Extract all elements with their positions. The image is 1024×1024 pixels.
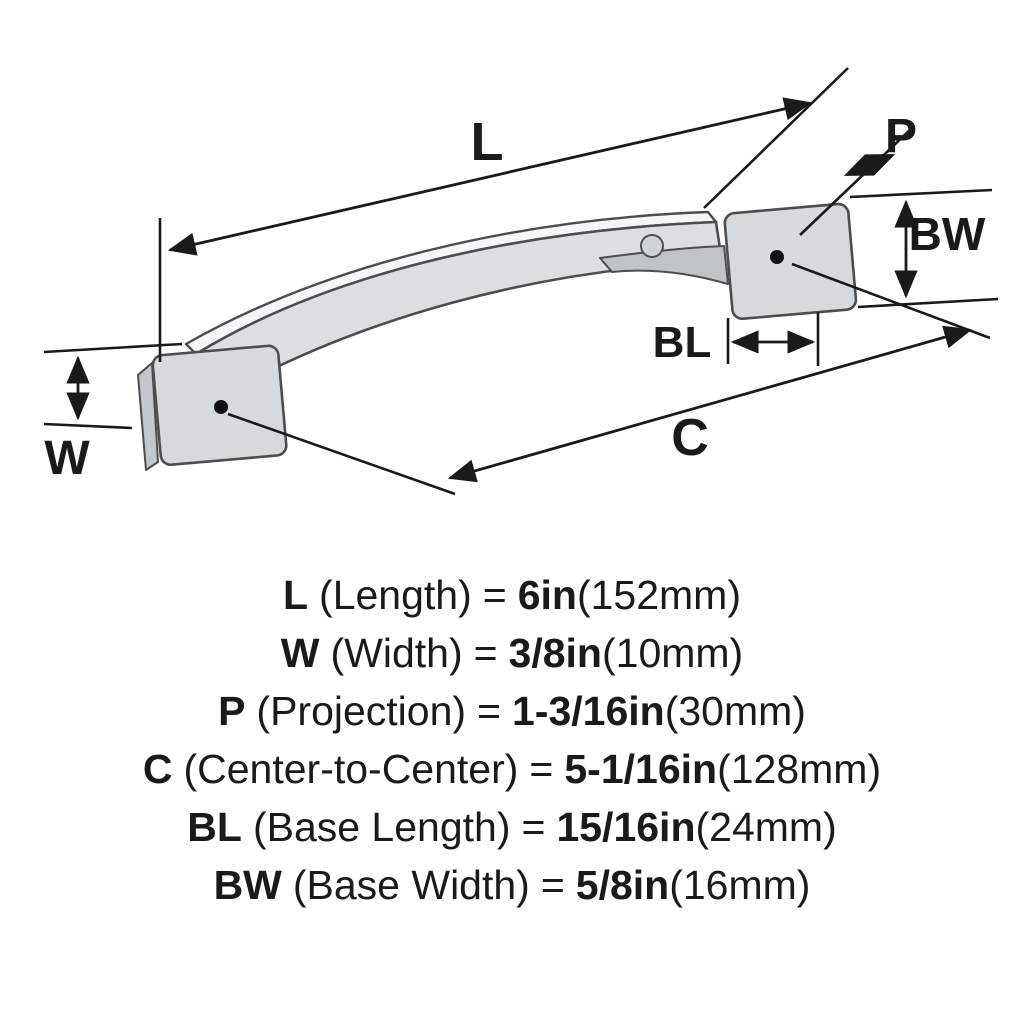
- spec-value: 1-3/16in: [512, 688, 665, 734]
- spec-equals: =: [473, 630, 498, 676]
- basewidth-label: BW: [909, 208, 986, 260]
- spec-abbr: BL: [187, 804, 242, 850]
- spec-abbr: BW: [213, 862, 282, 908]
- length-label: L: [471, 112, 504, 172]
- spec-row-center-to-center: C(Center-to-Center)=5-1/16in(128mm): [0, 740, 1024, 798]
- screw-boss: [640, 234, 664, 258]
- spec-metric: (128mm): [717, 746, 882, 792]
- center-label: C: [671, 409, 709, 467]
- projection-label: P: [885, 110, 917, 163]
- spec-metric: (10mm): [601, 630, 744, 676]
- spec-row-base-width: BW(Base Width)=5/8in(16mm): [0, 856, 1024, 914]
- spec-equals: =: [529, 746, 554, 792]
- spec-abbr: C: [142, 746, 173, 792]
- basewidth-top-ext: [849, 188, 993, 199]
- length-dimension-line: [167, 97, 813, 256]
- basewidth-bottom-ext: [857, 297, 999, 309]
- dimension-labels: L P BW BL C W: [44, 110, 986, 485]
- spec-list: L(Length)=6in(152mm) W(Width)=3/8in(10mm…: [0, 566, 1024, 914]
- width-label: W: [44, 432, 90, 485]
- spec-abbr: L: [283, 572, 309, 618]
- spec-name: (Length): [319, 572, 472, 618]
- spec-name: (Width): [330, 630, 463, 676]
- spec-row-projection: P(Projection)=1-3/16in(30mm): [0, 682, 1024, 740]
- left-screw-hole: [214, 400, 228, 414]
- spec-metric: (16mm): [669, 862, 811, 908]
- spec-row-width: W(Width)=3/8in(10mm): [0, 624, 1024, 682]
- spec-value: 5/8in: [575, 862, 670, 908]
- width-top-ext: [43, 342, 183, 354]
- spec-value: 5-1/16in: [564, 746, 718, 792]
- center-left-ext: [227, 412, 456, 496]
- handle-diagram-svg: L P BW BL C W: [43, 67, 999, 496]
- dimension-lines: [66, 97, 973, 483]
- spec-equals: =: [540, 862, 565, 908]
- width-bottom-ext: [43, 422, 133, 430]
- baselength-label: BL: [653, 318, 712, 367]
- pull-handle-drawing: [137, 202, 858, 471]
- spec-metric: (24mm): [695, 804, 837, 850]
- spec-name: (Base Length): [252, 804, 511, 850]
- spec-name: (Projection): [256, 688, 467, 734]
- length-right-tick: [703, 67, 849, 209]
- projection-dimension-line: [843, 153, 896, 177]
- spec-value: 15/16in: [556, 804, 696, 850]
- center-right-ext: [791, 262, 991, 340]
- dimension-diagram: L P BW BL C W: [43, 67, 999, 496]
- spec-equals: =: [521, 804, 546, 850]
- spec-row-base-length: BL(Base Length)=15/16in(24mm): [0, 798, 1024, 856]
- right-screw-hole: [770, 250, 784, 264]
- spec-abbr: P: [218, 688, 246, 734]
- center-dimension-line: [447, 325, 973, 483]
- spec-equals: =: [477, 688, 501, 734]
- spec-value: 6in: [517, 572, 577, 618]
- left-base-side-face: [137, 362, 159, 471]
- spec-metric: (30mm): [664, 688, 806, 734]
- spec-name: (Base Width): [292, 862, 530, 908]
- spec-name: (Center-to-Center): [183, 746, 519, 792]
- spec-value: 3/8in: [508, 630, 602, 676]
- spec-equals: =: [482, 572, 507, 618]
- projection-back-tick: [799, 127, 913, 236]
- right-base-pad: [723, 202, 858, 321]
- spec-abbr: W: [280, 630, 320, 676]
- spec-row-length: L(Length)=6in(152mm): [0, 566, 1024, 624]
- spec-metric: (152mm): [576, 572, 741, 618]
